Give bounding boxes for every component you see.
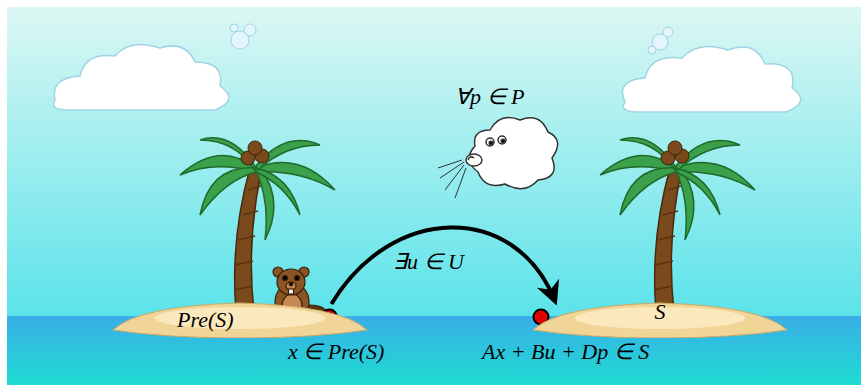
transition-arrow: [331, 227, 555, 304]
island-shape: [113, 300, 367, 338]
point-label: x ∈ Pre(S): [288, 340, 384, 364]
quantifier-label: ∀p ∈ P: [455, 85, 524, 109]
set-name: Pre(S): [177, 308, 234, 332]
set-name: S: [655, 300, 666, 324]
island-region: SAx + Bu + Dp ∈ S: [533, 300, 787, 338]
island-region: Pre(S)x ∈ Pre(S): [113, 300, 367, 338]
point-label: Ax + Bu + Dp ∈ S: [482, 340, 649, 364]
input-label: ∃u ∈ U: [393, 250, 464, 274]
